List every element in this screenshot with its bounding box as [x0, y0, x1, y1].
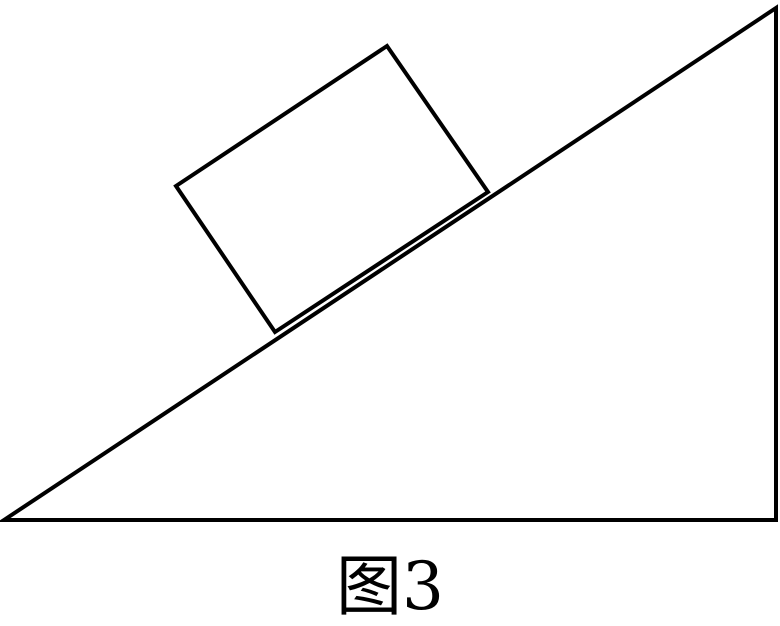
block: [173, 43, 491, 335]
figure-caption: 图3: [336, 548, 444, 625]
inclined-plane: [0, 4, 778, 522]
